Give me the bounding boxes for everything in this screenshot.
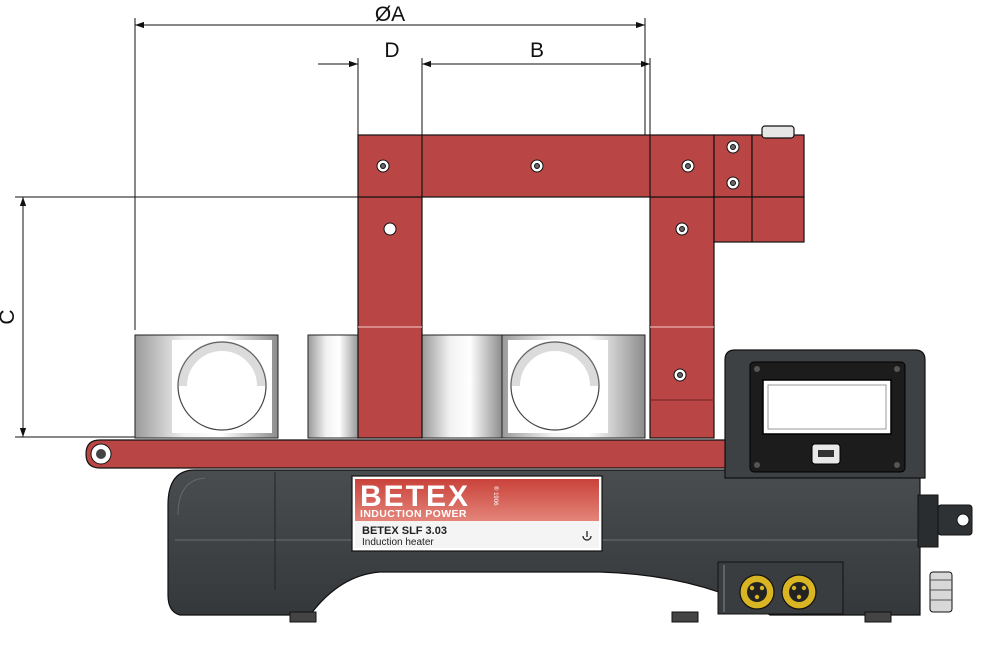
- cable-gland: [929, 571, 953, 613]
- nameplate: [351, 475, 603, 552]
- yoke-block: [307, 334, 361, 439]
- brand-tagline: INDUCTION POWER: [360, 508, 467, 520]
- display-screen-icon: [762, 379, 892, 435]
- power-connector-icon[interactable]: [781, 574, 817, 610]
- dimension-lines: [15, 18, 651, 438]
- power-connector-icon[interactable]: [739, 574, 775, 610]
- yoke-block: [134, 334, 279, 439]
- usb-port-icon[interactable]: [811, 443, 841, 465]
- model-subtitle: Induction heater: [362, 537, 434, 548]
- model-name: BETEX SLF 3.03: [362, 525, 447, 537]
- dimension-b-label: B: [530, 39, 544, 62]
- side-handle[interactable]: [917, 494, 973, 548]
- brand-name: BETEX: [360, 480, 470, 513]
- dimension-a-label: ØA: [375, 3, 405, 26]
- base-arm: [85, 439, 726, 469]
- brand-trademark: ® 1906: [492, 486, 499, 506]
- dimension-d-label: D: [384, 39, 399, 62]
- yoke-block: [421, 334, 503, 439]
- dimension-c-label: C: [0, 309, 19, 324]
- hinge-pin-icon: [376, 140, 740, 382]
- power-symbol-icon: [582, 531, 592, 541]
- yoke-block: [501, 334, 646, 439]
